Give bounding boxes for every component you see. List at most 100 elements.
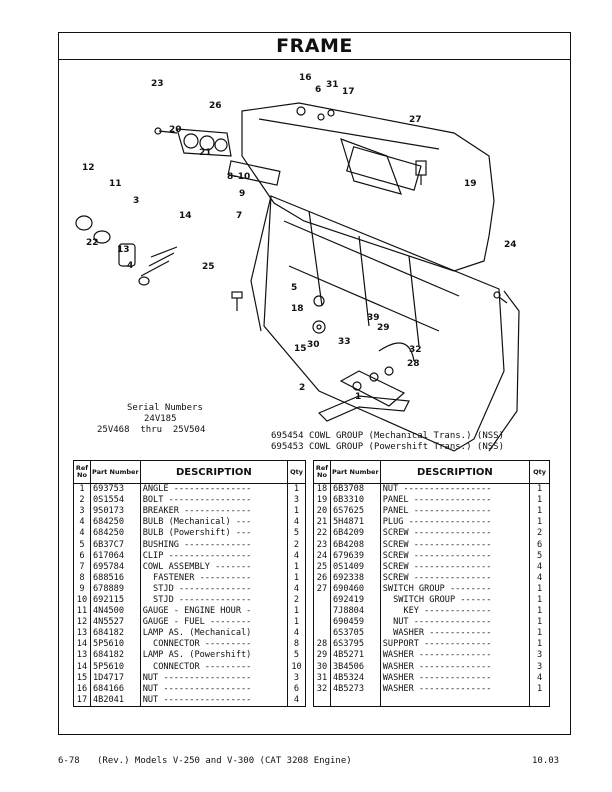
qty-cell: 3 [287,495,306,507]
qty-header: Qty [529,460,550,484]
qty-cell: 1 [529,594,550,607]
qty-cell: 1 [287,617,306,629]
part-number-cell: 3B4506 [329,661,381,673]
part-number-cell [329,694,381,707]
description-cell: WASHER -------------- [379,683,531,695]
qty-cell [529,694,550,707]
qty-cell: 1 [529,639,550,651]
ref-cell: 14 [73,639,91,651]
callout-28: 28 [407,359,420,369]
qty-cell: 1 [529,583,550,595]
part-number-cell: 4B5271 [329,650,381,662]
callout-18: 18 [291,304,304,314]
description-cell: NUT --------------- [379,617,531,629]
page-title: FRAME [276,35,353,57]
ref-cell: 27 [313,583,331,595]
qty-cell: 1 [287,606,306,618]
description-cell: BULB (Mechanical) --- [139,517,289,529]
qty-cell: 1 [287,483,306,496]
description-cell: SCREW --------------- [379,550,531,562]
serial-line-2: 25V468 thru 25V504 [97,425,206,435]
part-number-cell: 684250 [89,528,141,540]
callout-33: 33 [338,337,351,347]
description-cell: STJD -------------- [139,583,289,595]
instrument-panel [241,102,495,272]
ref-cell: 17 [73,694,91,707]
qty-cell: 4 [529,672,550,684]
ref-cell: 9 [73,583,91,595]
description-cell: NUT ----------------- [379,483,531,496]
description-cell: BREAKER ------------- [139,506,289,518]
description-header: DESCRIPTION [139,460,289,484]
qty-cell: 4 [287,517,306,529]
qty-cell: 10 [287,661,306,673]
part-number-cell: 6B3708 [329,483,381,496]
ref-cell: 29 [313,650,331,662]
description-cell: SWITCH GROUP ------ [379,594,531,607]
description-cell: BULB (Powershift) --- [139,528,289,540]
qty-cell: 8 [287,639,306,651]
callout-12: 12 [82,163,95,173]
ref-cell: 8 [73,572,91,584]
description-cell: WASHER ------------ [379,628,531,640]
ref-cell: 18 [313,483,331,496]
description-cell: SCREW --------------- [379,572,531,584]
callout-24: 24 [504,240,517,250]
ref-cell: 13 [73,628,91,640]
callout-23: 23 [151,79,164,89]
ref-cell: 20 [313,506,331,518]
description-cell: PANEL --------------- [379,506,531,518]
qty-cell: 4 [287,550,306,562]
ref-cell: 14 [73,661,91,673]
part-number-cell: 4N5527 [89,617,141,629]
callout-2: 2 [299,383,306,393]
description-cell: GAUGE - ENGINE HOUR - [139,606,289,618]
title-rule [59,59,570,60]
part-number-cell: 695784 [89,561,141,573]
footer-text: (Rev.) Models V-250 and V-300 (CAT 3208 … [97,756,352,766]
part-number-cell: 688516 [89,572,141,584]
description-cell: STJD -------------- [139,594,289,607]
description-cell: SCREW --------------- [379,539,531,551]
description-cell: BOLT ---------------- [139,495,289,507]
qty-cell: 1 [287,506,306,518]
description-cell: GAUGE - FUEL -------- [139,617,289,629]
ref-cell: 1 [73,483,91,496]
qty-cell: 1 [529,506,550,518]
ref-header: Ref No [313,460,331,484]
exploded-parts-diagram [75,102,520,452]
part-number-cell: 6B4209 [329,528,381,540]
ref-header: Ref No [73,460,91,484]
part-number-cell: 9S0173 [89,506,141,518]
part-number-cell: 692338 [329,572,381,584]
qty-cell: 3 [529,661,550,673]
part-number-cell: 5H4871 [329,517,381,529]
ref-cell: 5 [73,539,91,551]
part-number-cell: 684182 [89,650,141,662]
description-cell: CONNECTOR --------- [139,661,289,673]
callout-5: 5 [291,283,298,293]
callout-1: 1 [355,392,362,402]
qty-cell: 4 [287,628,306,640]
table-row: 6S3705 WASHER ------------1 [313,628,550,640]
table-header: Ref No Part Number DESCRIPTION Qty [313,460,550,484]
frame-border: FRAME [58,32,571,735]
cowl-body [263,195,505,452]
callout-30: 30 [307,340,320,350]
qty-cell: 6 [529,539,550,551]
description-cell: WASHER -------------- [379,661,531,673]
